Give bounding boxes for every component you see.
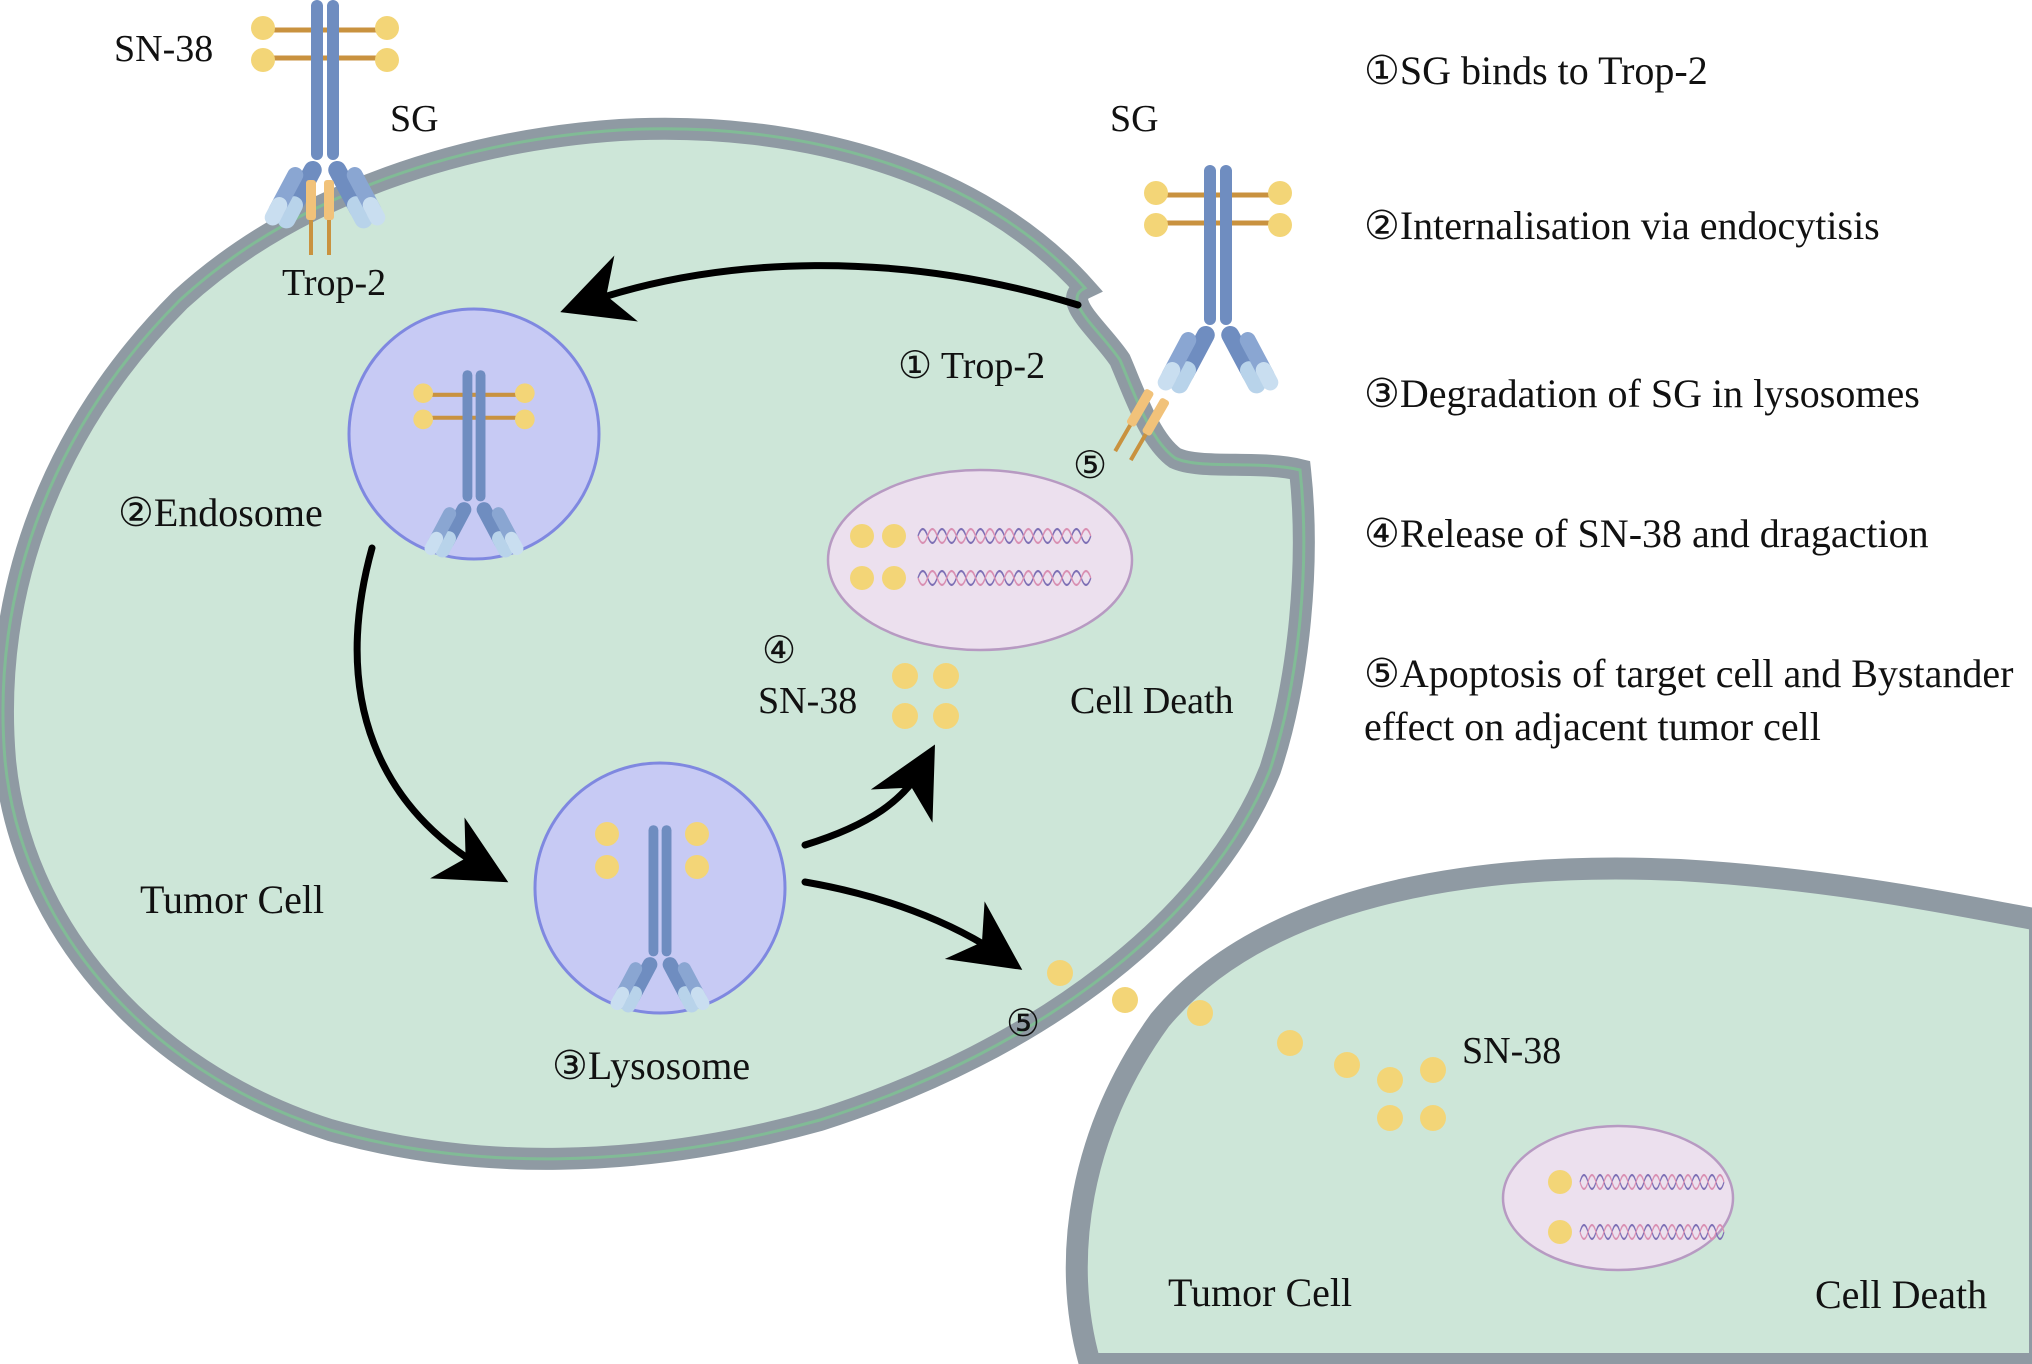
endosome-icon xyxy=(347,307,601,560)
arrows xyxy=(353,255,1082,970)
sg-right-label: SG xyxy=(1110,98,1159,140)
legend-item-2: ②Internalisation via endocytisis xyxy=(1364,203,1880,248)
step5-membrane-label: ⑤ xyxy=(1073,445,1108,487)
sg-right-icon xyxy=(1144,165,1292,397)
trop2-top-label: Trop-2 xyxy=(282,262,387,304)
legend-item-4: ④Release of SN-38 and dragaction xyxy=(1364,511,1929,556)
neighbor-tumor-cell xyxy=(1065,857,2032,1364)
trop2-receptor-top-icon xyxy=(306,180,334,255)
legend-item-3: ③Degradation of SG in lysosomes xyxy=(1364,371,1920,416)
nucleus-neighbor-icon xyxy=(1501,1124,1735,1272)
step1-trop2-label: ① Trop-2 xyxy=(898,345,1046,387)
step3-lysosome-label: ③Lysosome xyxy=(552,1043,751,1088)
legend-item-1: ①SG binds to Trop-2 xyxy=(1364,48,1708,93)
legend-item-5: ⑤Apoptosis of target cell and Bystander … xyxy=(1364,651,2014,749)
tumor-cell-neighbor-label: Tumor Cell xyxy=(1168,1270,1353,1315)
sn38-payload-icon xyxy=(892,663,1446,1131)
step5-bystander-label: ⑤ xyxy=(1006,1003,1041,1045)
sn38-neighbor-label: SN-38 xyxy=(1462,1030,1562,1072)
cell-death-main-label: Cell Death xyxy=(1070,680,1234,722)
trop2-receptor-right-icon xyxy=(1113,389,1170,462)
lysosome-icon xyxy=(533,761,787,1016)
nucleus-main-icon xyxy=(826,468,1134,652)
sg-top-label: SG xyxy=(390,98,439,140)
cell-death-neighbor-label: Cell Death xyxy=(1815,1272,1988,1317)
step4-marker-label: ④ xyxy=(762,630,797,672)
sn38-mid-label: SN-38 xyxy=(758,680,858,722)
step2-endosome-label: ②Endosome xyxy=(118,490,323,535)
sn38-top-label: SN-38 xyxy=(114,28,214,70)
tumor-cell-main-label: Tumor Cell xyxy=(140,877,325,922)
